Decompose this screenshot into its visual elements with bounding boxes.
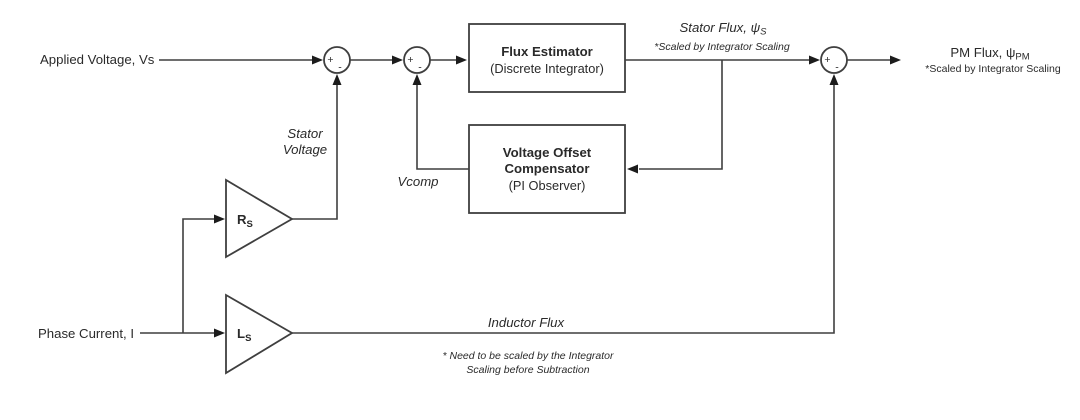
wire-stator-voltage [292,84,338,220]
rs-gain-block: RS [225,178,294,259]
summing-junction-2: + - [403,46,431,74]
arrowhead-up-into-sum1-icon [332,74,342,85]
sum3-circle-icon [820,46,848,74]
flux-estimator-block: Flux Estimator (Discrete Integrator) [468,23,626,93]
summing-junction-3: + - [820,46,848,74]
flux-estimator-subtitle: (Discrete Integrator) [490,61,604,76]
ls-subscript: S [245,333,251,344]
ls-gain-block: LS [225,293,294,375]
flux-estimator-title: Flux Estimator [501,44,593,59]
compensator-box [468,124,626,214]
sum3-plus-sign: + [824,54,830,66]
arrowhead-into-sum3-icon [809,55,820,65]
sum2-minus-sign: - [418,61,422,73]
stator-flux-scaling-note: *Scaled by Integrator Scaling [654,41,790,53]
footnote-line1: * Need to be scaled by the Integrator [442,350,614,362]
arrowhead-up-into-sum3-icon [829,74,839,85]
pm-flux-scaling-note: *Scaled by Integrator Scaling [925,63,1061,75]
inductor-flux-label: Inductor Flux [488,315,565,330]
pm-flux-label: PM Flux, ψPM [950,45,1029,63]
compensator-subtitle: (PI Observer) [509,178,586,193]
sum1-plus-sign: + [327,54,333,66]
arrowhead-into-ls-icon [214,328,225,338]
ls-gain-label: LS [237,326,251,344]
sum2-plus-sign: + [407,54,413,66]
pm-flux-text: PM Flux, ψ [950,45,1015,60]
compensator-title-line2: Compensator [505,161,590,176]
ls-symbol: L [237,326,245,341]
stator-flux-label: Stator Flux, ψS [679,20,767,38]
rs-subscript: S [247,219,253,230]
ls-gain-triangle-icon [225,293,294,375]
applied-voltage-label: Applied Voltage, Vs [40,52,155,67]
arrowhead-into-rs-icon [214,214,225,224]
wire-stator-flux-feedback [639,60,723,170]
wires [140,55,901,338]
arrowhead-into-flux-estimator-icon [456,55,467,65]
stator-flux-text: Stator Flux, ψ [679,20,760,35]
arrowhead-into-compensator-icon [627,164,638,174]
wire-inductor-flux [292,84,835,334]
compensator-title-line1: Voltage Offset [503,145,592,160]
arrowhead-into-sum1-icon [312,55,323,65]
sum1-minus-sign: - [338,61,342,73]
stator-voltage-label-line1: Stator [287,126,323,141]
arrowhead-up-into-sum2-icon [412,74,422,85]
sum1-circle-icon [323,46,351,74]
sum2-circle-icon [403,46,431,74]
arrowhead-pm-flux-output-icon [890,55,901,65]
stator-voltage-label-line2: Voltage [283,142,327,157]
wire-current-branch-to-rs [182,218,216,333]
phase-current-label: Phase Current, I [38,326,134,341]
vcomp-label: Vcomp [397,174,438,189]
flux-estimator-box [468,23,626,93]
rs-gain-triangle-icon [225,178,294,259]
stator-flux-subscript: S [760,27,767,38]
sum3-minus-sign: - [835,61,839,73]
wire-vcomp-feedback [416,84,469,170]
voltage-offset-compensator-block: Voltage Offset Compensator (PI Observer) [468,124,626,214]
footnote-line2: Scaling before Subtraction [466,364,589,376]
rs-symbol: R [237,212,247,227]
summing-junction-1: + - [323,46,351,74]
rs-gain-label: RS [237,212,253,230]
arrowhead-into-sum2-icon [392,55,403,65]
pm-flux-subscript: PM [1015,52,1029,63]
